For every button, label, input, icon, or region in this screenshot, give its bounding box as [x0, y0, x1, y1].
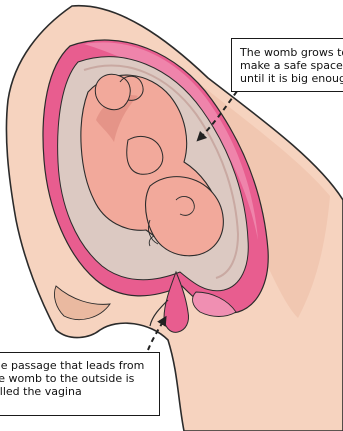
womb-label-line-3: until it is big enough [240, 72, 343, 85]
vagina-label: The passage that leads from the womb to … [0, 352, 160, 416]
womb-label: The womb grows to make a safe space unti… [231, 38, 343, 92]
vagina-label-line-2: the womb to the outside is [0, 372, 159, 385]
vagina-label-line-3: called the vagina [0, 385, 159, 398]
womb-label-line-1: The womb grows to [240, 46, 343, 59]
vagina-label-line-1: The passage that leads from [0, 359, 159, 372]
baby-legs [95, 74, 130, 109]
womb-label-line-2: make a safe space [240, 59, 343, 72]
